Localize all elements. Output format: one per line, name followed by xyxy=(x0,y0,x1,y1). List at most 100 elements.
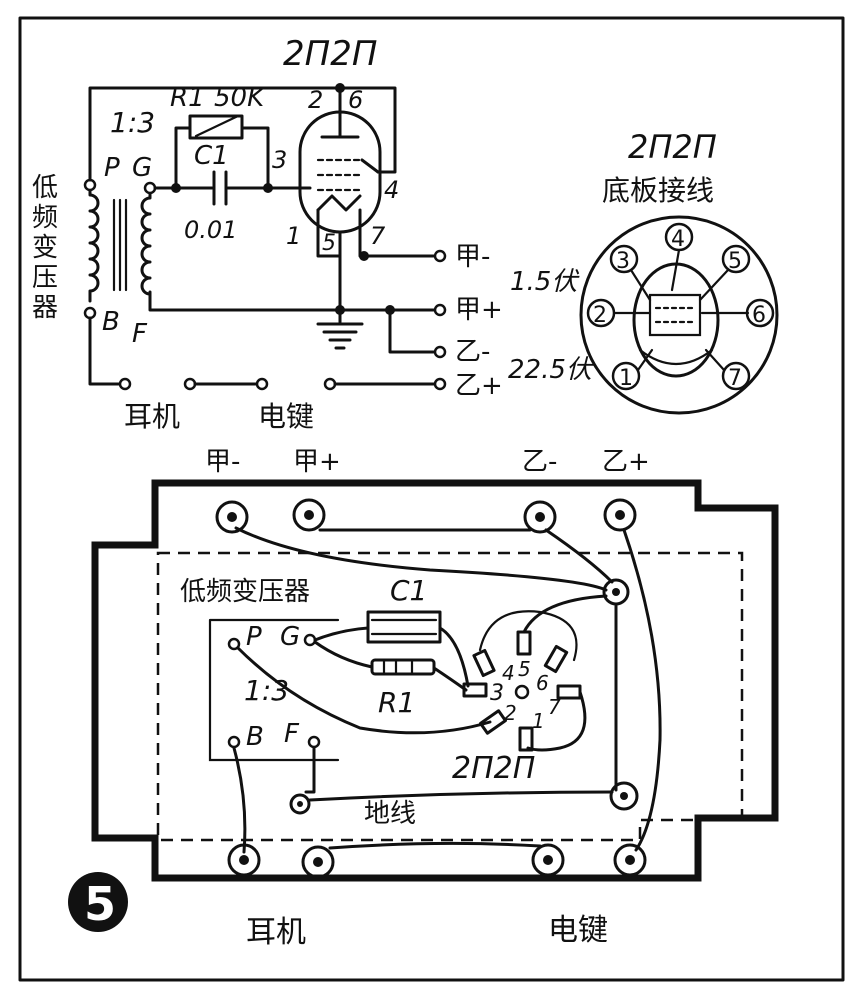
transformer-char-5: 器 xyxy=(32,293,58,323)
socket-pin-1 xyxy=(518,726,534,752)
base-pin-lead xyxy=(704,348,726,372)
socket-pin-4-label: 4 xyxy=(502,661,515,685)
base-pin-lead xyxy=(670,248,681,292)
socket-pin-2 xyxy=(479,709,507,735)
socket-pin-5 xyxy=(516,630,532,656)
ground-wire-label: 地线 xyxy=(364,799,416,829)
socket-pin-3-label: 3 xyxy=(490,681,504,706)
socket-pin-7-label: 7 xyxy=(548,695,561,719)
figure-border xyxy=(18,16,845,982)
terminal-b-minus-top xyxy=(523,500,557,534)
earphone-node xyxy=(118,377,132,391)
wire-b-minus xyxy=(388,308,442,354)
socket-pin-4 xyxy=(472,648,496,678)
transformer-char-3: 变 xyxy=(32,233,58,263)
transformer-primary-coil xyxy=(88,183,100,303)
terminal-key-right xyxy=(613,843,647,877)
layout-transformer-label: 低频变压器 xyxy=(180,577,310,607)
layout-tie-point xyxy=(602,578,630,606)
ground-right-terminal xyxy=(609,781,639,811)
wire-r1-to-pin3 xyxy=(432,666,468,692)
chassis-wiring-layout: 甲- 甲+ 乙- 乙+ 低频变压器 C1 1:3 P G B xyxy=(91,447,779,950)
wire-f-to-ground xyxy=(148,290,442,312)
base-pin-4-label: 4 xyxy=(671,227,685,252)
terminal-key-left xyxy=(531,843,565,877)
transformer-vertical-label: 低 频 变 压 器 xyxy=(32,173,58,323)
term-a-plus-label: 甲+ xyxy=(455,295,503,325)
socket-pin-1-label: 1 xyxy=(532,709,545,733)
layout-g-label: G xyxy=(280,622,300,652)
key-label: 电键 xyxy=(258,400,314,433)
pin-4-label: 4 xyxy=(384,176,399,204)
terminal-b-plus-top xyxy=(603,498,637,532)
layout-tube-type-label: 2П2П xyxy=(452,751,535,786)
socket-pin-6-label: 6 xyxy=(536,671,549,695)
tube-type-label: 2П2П xyxy=(283,34,377,74)
pin-2-label: 2 xyxy=(308,86,323,114)
base-title-label: 底板接线 xyxy=(602,174,714,207)
wire-b-to-earphone xyxy=(88,316,127,386)
layout-p-node xyxy=(227,637,241,651)
transformer-ratio-label: 1:3 xyxy=(110,106,155,139)
ground-left-terminal xyxy=(289,793,311,815)
layout-c1-capacitor xyxy=(366,610,442,644)
wire-r1-loop xyxy=(240,126,270,190)
tube-filament xyxy=(316,194,362,212)
base-pin-1 xyxy=(611,361,641,391)
wire-c1-to-pin3 xyxy=(438,626,470,688)
socket-center xyxy=(514,684,530,700)
base-pin-2-label: 2 xyxy=(593,303,607,328)
transformer-char-2: 频 xyxy=(32,203,58,233)
layout-c1-label: C1 xyxy=(390,574,427,607)
base-pin-3 xyxy=(609,244,639,274)
layout-tube-socket: 4 5 6 3 2 1 7 xyxy=(462,610,582,752)
layout-term-a-minus-label: 甲- xyxy=(205,447,240,477)
base-pin-lead xyxy=(636,348,654,372)
figure-number-badge: 5 xyxy=(68,872,128,932)
layout-term-b-plus-label: 乙+ xyxy=(602,447,650,477)
terminal-b-label: B xyxy=(102,307,120,337)
terminal-a-minus-top xyxy=(215,500,249,534)
wire-tie-to-pin5 xyxy=(522,594,608,634)
term-b-plus-node xyxy=(433,377,447,391)
board-dashed-outline xyxy=(156,551,744,842)
term-b-minus-node xyxy=(433,345,447,359)
layout-p-label: P xyxy=(246,622,262,652)
terminal-f-label: F xyxy=(132,319,148,349)
base-pin-7 xyxy=(721,361,751,391)
junction-dot xyxy=(335,83,345,93)
base-pin-1-label: 1 xyxy=(619,366,633,391)
wire-ground-rail xyxy=(308,790,614,802)
base-pin-6-label: 6 xyxy=(752,303,766,328)
transformer-char-1: 低 xyxy=(32,173,58,203)
r1-arrow xyxy=(194,114,240,138)
voltage-b-label: 22.5伏 xyxy=(508,355,595,385)
pin-3-label: 3 xyxy=(272,146,287,174)
junction-dot xyxy=(359,251,369,261)
terminal-a-plus-top xyxy=(292,498,326,532)
wire-b-minus-to-tie xyxy=(544,528,614,584)
wire-a-minus-to-tie xyxy=(234,526,608,592)
pin-7-label: 7 xyxy=(370,222,386,250)
base-tube-type-label: 2П2П xyxy=(628,128,717,166)
base-pin-5-label: 5 xyxy=(728,249,742,274)
base-socket-outline xyxy=(579,215,779,415)
base-pin-lead xyxy=(629,268,652,302)
base-tube-inner xyxy=(648,293,702,337)
term-b-plus-label: 乙+ xyxy=(455,371,503,401)
layout-earphone-label: 耳机 xyxy=(246,915,306,950)
layout-key-label: 电键 xyxy=(548,913,608,948)
wire-earphone-to-key xyxy=(328,841,542,850)
key-node xyxy=(255,377,269,391)
socket-pin-2-label: 2 xyxy=(504,701,517,725)
pin-6-label: 6 xyxy=(348,86,363,114)
junction-dot xyxy=(335,305,345,315)
layout-term-a-plus-label: 甲+ xyxy=(293,447,341,477)
layout-r1-resistor xyxy=(370,658,436,676)
base-pin-5 xyxy=(721,244,751,274)
wire-p-to-plate xyxy=(88,86,397,182)
wire-filament-1 xyxy=(316,230,342,258)
terminal-g-label: G xyxy=(132,153,152,183)
wire-f-to-ground xyxy=(304,746,316,794)
